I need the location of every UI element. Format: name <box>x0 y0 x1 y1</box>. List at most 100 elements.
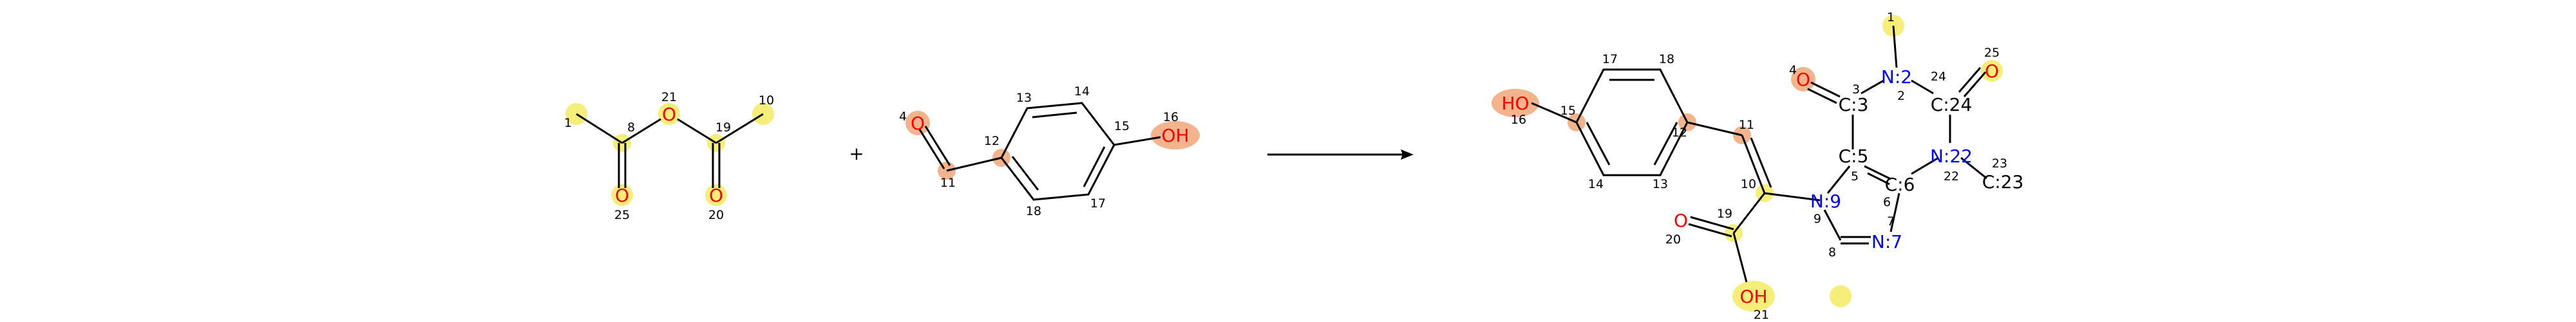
map-numbers: 1 8 21 19 10 25 20 4 11 12 13 14 15 16 1… <box>564 10 2007 322</box>
map-label: 18 <box>1026 204 1041 218</box>
bond <box>1889 193 1900 232</box>
bond <box>1963 71 1987 97</box>
map-label: 20 <box>1665 232 1681 247</box>
highlight-p-o4 <box>1791 67 1815 91</box>
map-label: 13 <box>1653 177 1668 191</box>
bond <box>1653 122 1678 166</box>
atom-n22: N:22 <box>1930 146 1973 167</box>
map-label: 22 <box>1944 169 1959 184</box>
map-label: 15 <box>1560 104 1576 118</box>
map-label: 6 <box>1883 195 1891 209</box>
benzene-ring <box>1575 68 1689 176</box>
map-label: 19 <box>1717 207 1732 221</box>
bonds <box>576 25 1987 283</box>
map-label: 1 <box>1887 10 1895 24</box>
bond <box>1011 156 1039 191</box>
bond <box>946 156 1002 172</box>
bond <box>715 113 764 144</box>
highlight-p-o25 <box>1981 60 2003 82</box>
bond <box>677 118 717 144</box>
atom-ho16: HO <box>1501 93 1529 114</box>
bond <box>1864 165 1891 180</box>
atom-c24: C:24 <box>1931 94 1973 115</box>
atom-o20: O <box>1674 210 1688 231</box>
bond <box>1690 216 1734 231</box>
highlight-r2-oh16 <box>1151 121 1200 149</box>
map-label: 25 <box>614 208 630 222</box>
bond <box>1586 122 1611 166</box>
plus-sign: + <box>849 143 864 164</box>
bond <box>1810 81 1841 98</box>
map-label: 18 <box>1659 52 1674 66</box>
reaction-arrow <box>1267 149 1414 160</box>
map-label: 23 <box>1992 156 2007 171</box>
bond <box>1113 136 1161 146</box>
atom-o4: O <box>911 113 925 134</box>
atom-c23: C:23 <box>1982 171 2024 193</box>
atom-o20: O <box>709 185 723 206</box>
atom-c5: C:5 <box>1839 146 1869 167</box>
atom-n2: N:2 <box>1881 66 1912 88</box>
map-label: 21 <box>1754 308 1769 322</box>
bond <box>621 118 661 144</box>
map-label: 3 <box>1852 82 1860 97</box>
map-label: 17 <box>1602 52 1618 66</box>
bond <box>1732 193 1766 234</box>
atom-o4: O <box>1796 69 1810 90</box>
map-label: 19 <box>715 120 731 135</box>
map-label: 4 <box>899 109 907 124</box>
bond <box>1032 111 1077 118</box>
bond <box>1764 192 1821 202</box>
atom-c3: C:3 <box>1839 94 1869 115</box>
map-label: 10 <box>1741 177 1756 191</box>
bond <box>1960 156 1987 180</box>
highlight-r1-o25 <box>611 184 633 206</box>
map-label: 14 <box>1588 177 1604 191</box>
bond <box>1892 25 1898 68</box>
map-label: 25 <box>1984 46 2000 60</box>
bond <box>1958 67 1982 93</box>
map-label: 14 <box>1074 84 1090 99</box>
map-label: 4 <box>1789 63 1797 77</box>
benzene-ring <box>1000 102 1115 201</box>
atom-c6: C:6 <box>1885 174 1915 195</box>
atom-oh21: OH <box>1739 286 1767 307</box>
bond <box>1750 137 1772 188</box>
map-label: 15 <box>1114 119 1130 133</box>
bond <box>1688 223 1732 238</box>
map-label: 16 <box>1511 113 1526 127</box>
atom-o25: O <box>1985 61 1999 82</box>
map-label: 24 <box>1931 70 1946 84</box>
map-label: 1 <box>564 116 572 130</box>
bond <box>1741 135 1766 194</box>
map-label: 11 <box>940 176 956 190</box>
bond <box>1807 88 1837 104</box>
atom-oh16: OH <box>1161 125 1189 146</box>
map-label: 2 <box>1897 89 1905 103</box>
map-label: 5 <box>1851 169 1859 184</box>
atom-n9: N:9 <box>1810 191 1841 212</box>
map-label: 16 <box>1163 110 1179 124</box>
map-label: 20 <box>708 208 724 222</box>
highlight-r1-o20 <box>705 184 727 206</box>
map-label: 21 <box>661 90 677 104</box>
map-label: 12 <box>984 134 999 148</box>
map-label: 9 <box>1814 212 1821 226</box>
atom-n7: N:7 <box>1871 231 1902 252</box>
bond <box>1911 79 1934 95</box>
highlight-p-oh21 <box>1732 281 1775 312</box>
map-label: 8 <box>1828 245 1836 260</box>
bond <box>1687 121 1743 137</box>
bond <box>1823 209 1842 241</box>
map-label: 8 <box>627 120 635 135</box>
highlight-p-c8 <box>1830 285 1852 307</box>
atom-o25: O <box>615 185 629 206</box>
atom-highlights <box>565 15 2003 312</box>
arrow-head <box>1401 149 1414 160</box>
atom-o21: O <box>662 104 676 125</box>
bond <box>924 126 951 166</box>
map-label: 10 <box>759 93 774 108</box>
map-label: 13 <box>1016 91 1032 105</box>
bond <box>918 129 945 169</box>
